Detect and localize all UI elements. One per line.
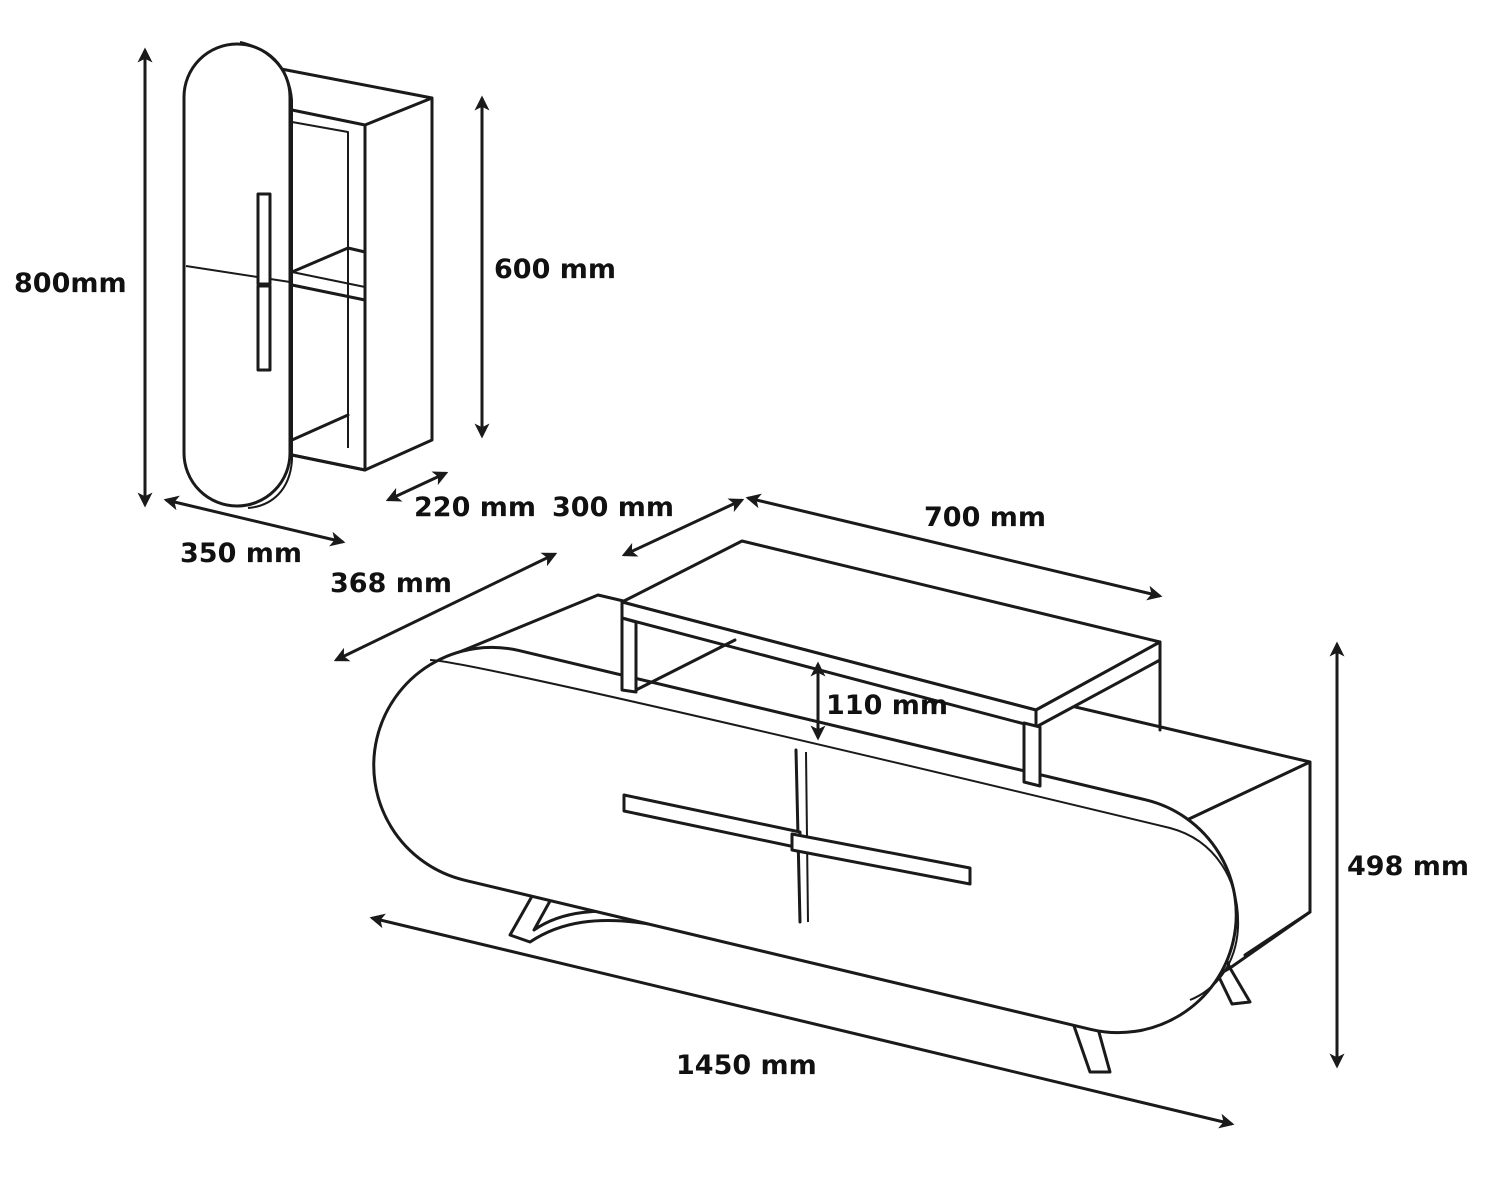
label-unit-height: 498 mm (1347, 851, 1470, 882)
dim-arrow-368 (333, 552, 558, 662)
dim-arrow-700 (745, 493, 1163, 601)
cabinet-handle-top (256, 192, 272, 286)
label-cabinet-depth: 220 mm (414, 492, 537, 523)
dim-arrow-1450 (369, 913, 1235, 1129)
label-top-shelf-width: 700 mm (924, 502, 1047, 533)
dim-arrow-300 (621, 498, 745, 557)
label-shelf-clearance: 110 mm (826, 690, 949, 721)
dim-arrow-350 (163, 495, 346, 547)
wall-cabinet (182, 41, 434, 509)
label-cabinet-inner-height: 600 mm (494, 254, 617, 285)
tv-unit (372, 539, 1312, 1074)
cabinet-door (182, 42, 292, 508)
label-top-shelf-depth: 300 mm (552, 492, 675, 523)
label-unit-depth: 368 mm (330, 568, 453, 599)
dim-arrow-220 (385, 471, 449, 502)
label-cabinet-height: 800mm (14, 268, 127, 299)
cabinet-handle-bottom (256, 284, 272, 372)
label-cabinet-width: 350 mm (180, 538, 303, 569)
dimension-lines (137, 47, 1345, 1129)
label-unit-width: 1450 mm (676, 1050, 817, 1081)
tv-unit-handle-right (790, 832, 972, 886)
